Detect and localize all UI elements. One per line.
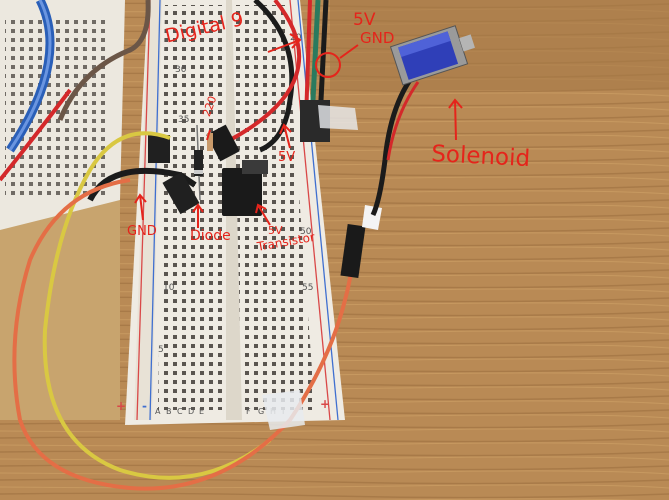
- row-letter: B: [166, 407, 172, 416]
- rail-blue-line: [149, 0, 161, 421]
- label-solenoid: Solenoid: [430, 141, 531, 173]
- arrow-5v: [279, 123, 292, 149]
- arrow-digital: [267, 33, 302, 53]
- cardboard: [0, 170, 120, 420]
- jumper-housing: [162, 171, 200, 215]
- label-transistor-voltage: 5V: [268, 224, 283, 237]
- arrow-220: [206, 129, 211, 141]
- arrow-diode: [192, 203, 204, 228]
- solenoid-connector: [340, 224, 366, 278]
- circle-header: [315, 52, 341, 78]
- transistor-tab: [242, 160, 268, 174]
- solenoid: [389, 25, 475, 86]
- resistor-body: [207, 133, 213, 151]
- usb-cable-highlight: [8, 0, 52, 151]
- row-letter: D: [188, 407, 194, 416]
- rail-sign: +: [320, 397, 330, 411]
- label-5v-wire: 5V: [278, 150, 296, 165]
- col-num: 30: [175, 65, 187, 75]
- arrow-gnd: [134, 193, 147, 221]
- rail-red-line: [136, 0, 151, 421]
- col-num: 50: [300, 227, 312, 237]
- wire-red-digital: [229, 0, 301, 142]
- solenoid-coil-highlight: [398, 31, 451, 57]
- hole-field-right: [232, 5, 315, 410]
- row-letter: C: [177, 407, 183, 416]
- wire-black-top: [253, 0, 295, 153]
- row-letter: A: [155, 407, 161, 416]
- col-num: 5: [158, 345, 164, 355]
- diode-body: [194, 150, 203, 176]
- wire-red-left: [0, 88, 72, 182]
- rail-blue-line-right: [297, 0, 339, 421]
- wood-shadow: [330, 0, 669, 90]
- wire-yellow: [42, 131, 272, 480]
- wire-grey: [57, 0, 151, 121]
- label-5v-top: 5V: [353, 10, 376, 30]
- jumper-housing-2: [148, 135, 170, 163]
- line-5v-gnd: [339, 44, 359, 59]
- rail-signs: + - +: [116, 397, 330, 413]
- tape-bottom: [262, 390, 305, 430]
- row-letter: G: [258, 407, 264, 416]
- solenoid-lead-black: [370, 78, 413, 217]
- transistor: [222, 168, 262, 216]
- rail-sign: +: [116, 399, 126, 413]
- label-gnd-left: GND: [127, 224, 157, 239]
- rail-left: [134, 0, 162, 420]
- rail-sign: -: [142, 399, 147, 413]
- wire-orange-loop: [12, 178, 292, 491]
- col-num: 10: [163, 283, 175, 293]
- col-num: 35: [178, 115, 189, 125]
- diode-band: [194, 170, 203, 174]
- col-num: 55: [302, 283, 313, 293]
- jumper-5v: [206, 124, 240, 162]
- row-letter: F: [246, 407, 251, 416]
- row-letter: E: [199, 407, 204, 416]
- solenoid-lead-red: [386, 81, 420, 161]
- label-gnd-top: GND: [360, 29, 395, 47]
- tape-top: [318, 105, 358, 130]
- arrow-solenoid: [448, 98, 463, 141]
- label-diode: Diode: [190, 228, 231, 244]
- solenoid-plunger: [459, 34, 475, 52]
- annotation-marks: [134, 33, 463, 228]
- arrow-transistor: [255, 203, 271, 226]
